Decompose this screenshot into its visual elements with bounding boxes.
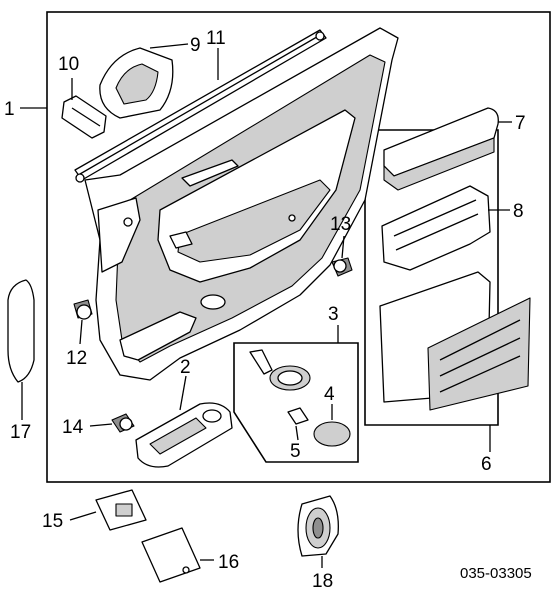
- part-10-switch: [61, 95, 107, 139]
- part-4-cover: [313, 421, 351, 447]
- callout-18: 18: [312, 571, 333, 592]
- callout-12: 12: [66, 348, 87, 369]
- callout-14: 14: [62, 417, 84, 438]
- callout-13: 13: [330, 214, 351, 235]
- callout-3: 3: [328, 304, 339, 325]
- part-12-clip: [73, 299, 93, 320]
- callout-6: 6: [481, 454, 492, 475]
- part-13-clip: [331, 257, 353, 277]
- callout-5: 5: [290, 441, 301, 462]
- handle-group-box: [233, 342, 359, 463]
- part-7-armrest-top: [383, 107, 499, 191]
- callout-8: 8: [513, 201, 524, 222]
- callout-2: 2: [180, 357, 191, 378]
- diagram-code: 035-03305: [460, 565, 532, 582]
- door-trim-panel: [84, 27, 399, 381]
- callout-9: 9: [190, 35, 201, 56]
- part-6-pocket-panel: [379, 271, 531, 411]
- part-18-speaker: [297, 495, 339, 557]
- part-9-inner-handle: [99, 47, 174, 119]
- part-3-handle-parts: [249, 349, 311, 391]
- callout-10: 10: [58, 54, 79, 75]
- part-11-weatherstrip: [74, 29, 327, 183]
- part-5-clip: [287, 407, 309, 425]
- main-assembly-box: [46, 11, 551, 483]
- part-15-module: [95, 489, 147, 531]
- leader-lines: [20, 43, 512, 568]
- callout-15: 15: [42, 511, 63, 532]
- callout-7: 7: [515, 113, 526, 134]
- callout-11: 11: [206, 28, 226, 49]
- callout-1: 1: [4, 99, 15, 120]
- callout-17: 17: [10, 422, 31, 443]
- part-8-bracket: [381, 185, 491, 271]
- part-17-side-trim: [7, 279, 35, 383]
- part-2-switch-bezel: [135, 402, 233, 468]
- part-14-clip: [111, 413, 135, 433]
- callout-16: 16: [218, 552, 239, 573]
- callout-4: 4: [324, 384, 335, 405]
- part-16-module: [141, 527, 201, 583]
